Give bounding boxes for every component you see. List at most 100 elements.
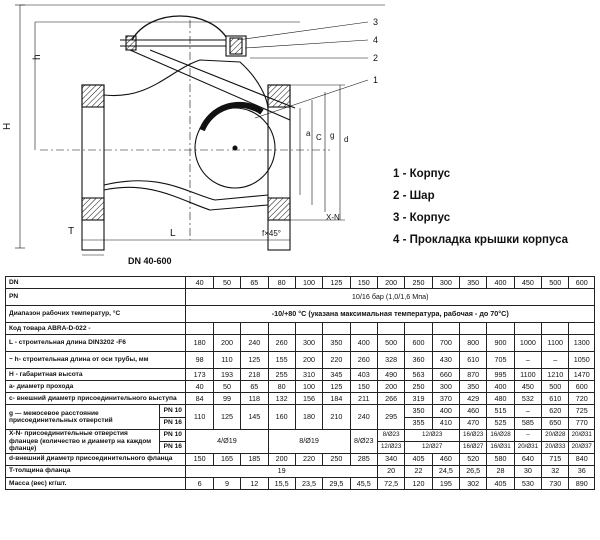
- cell: 211: [349, 392, 378, 406]
- dim-L-label: L: [170, 228, 176, 239]
- cell: 125: [212, 404, 242, 430]
- cell: 350: [459, 380, 488, 394]
- cell: 730: [541, 477, 570, 491]
- cell: 195: [431, 477, 461, 491]
- cell: 400: [431, 404, 461, 418]
- cell: 450: [513, 380, 543, 394]
- cell: 26,5: [459, 464, 488, 479]
- row-xn-pn16: PN 16 12/Ø23 12/Ø27 16/Ø27 16/Ø31 20/Ø31…: [6, 440, 595, 454]
- cell: [294, 322, 324, 336]
- cell: 12/Ø23: [376, 440, 406, 454]
- cell: 295: [376, 404, 406, 430]
- row-dn: DN 40 50 65 80 100 125 150 200 250 300 3…: [4, 275, 595, 290]
- cell: [322, 322, 351, 336]
- cell: [541, 322, 570, 336]
- cell: 500: [376, 334, 406, 353]
- cell: 403: [349, 368, 378, 382]
- cell: 350: [322, 334, 351, 353]
- cell: 200: [376, 275, 406, 290]
- row-temp: Диапазон рабочих температур, °С -10/+80 …: [4, 305, 595, 324]
- dn-label: DN: [4, 275, 187, 290]
- cell: 640: [513, 452, 543, 466]
- row-a: a- диаметр прохода 40 50 65 80 100 125 1…: [4, 380, 595, 394]
- cell: [513, 322, 543, 336]
- cell: 155: [267, 351, 296, 370]
- cell: 80: [267, 275, 296, 290]
- cell: 240: [349, 404, 378, 430]
- cell: 250: [404, 380, 433, 394]
- row-d: d-внешний диаметр присоединительного фла…: [4, 452, 595, 466]
- cell: –: [541, 351, 570, 370]
- cell: 1100: [541, 334, 570, 353]
- g-label: g — межосевое расстояние присоединительн…: [4, 404, 161, 430]
- cell: 900: [486, 334, 515, 353]
- a-label: a- диаметр прохода: [4, 380, 187, 394]
- row-mass: Масса (вес) кг/шт. 6 9 12 15,5 23,5 29,5…: [4, 477, 595, 491]
- cell: 610: [541, 392, 570, 406]
- legend-item-2: 2 - Шар: [393, 190, 435, 202]
- cell: 132: [267, 392, 296, 406]
- cell: 429: [459, 392, 488, 406]
- cell: 285: [349, 452, 378, 466]
- dim-H-label: H: [2, 123, 13, 130]
- row-pn: PN 10/16 бар (1,0/1,6 Мпа): [4, 288, 595, 307]
- cell: 355: [404, 416, 433, 430]
- cell: 460: [459, 404, 488, 418]
- cell: 300: [431, 380, 461, 394]
- cell: 84: [185, 392, 214, 406]
- cell: 110: [185, 404, 214, 430]
- cell: 450: [513, 275, 543, 290]
- cell: 720: [568, 392, 595, 406]
- cell: 470: [459, 416, 488, 430]
- cell: 350: [404, 404, 433, 418]
- cell: 32: [541, 464, 570, 479]
- cell: 340: [376, 452, 406, 466]
- cell: 72,5: [376, 477, 406, 491]
- cell: 400: [486, 275, 515, 290]
- dim-h-label: h: [32, 54, 43, 60]
- cell: 480: [486, 392, 515, 406]
- spec-table: DN 40 50 65 80 100 125 150 200 250 300 3…: [4, 275, 595, 491]
- cell: 165: [212, 452, 242, 466]
- cell: 125: [240, 351, 269, 370]
- cell: 200: [376, 380, 406, 394]
- cell: 1470: [568, 368, 595, 382]
- cell: 250: [322, 452, 351, 466]
- cell: 20/Ø28: [541, 428, 570, 442]
- cell: 515: [486, 404, 515, 418]
- cell: 30: [513, 464, 543, 479]
- cell: 6: [185, 477, 214, 491]
- cell: 16/Ø27: [459, 440, 488, 454]
- cell: 8/Ø23: [349, 428, 378, 454]
- cell: 500: [541, 275, 570, 290]
- cell: 400: [486, 380, 515, 394]
- drawing-caption: DN 40-600: [128, 256, 172, 266]
- cell: 328: [376, 351, 406, 370]
- cell: 255: [267, 368, 296, 382]
- cell: [404, 322, 433, 336]
- cell: 28: [486, 464, 515, 479]
- cell: 532: [513, 392, 543, 406]
- xn-pn10-label: PN 10: [159, 428, 187, 442]
- valve-drawing: H h L T a C g d X-N f×45° 3 4 2 1: [2, 4, 385, 256]
- cell: 302: [459, 477, 488, 491]
- xn-label: X-N- присоединительные отверстия фланцев…: [4, 428, 161, 454]
- c-label: c- внешний диаметр присоединительного вы…: [4, 392, 187, 406]
- cell: 40: [185, 275, 214, 290]
- g-pn16-label: PN 16: [159, 416, 187, 430]
- cell: 200: [267, 452, 296, 466]
- cell: 16/Ø28: [486, 428, 515, 442]
- cell: 9: [212, 477, 242, 491]
- cell: [185, 322, 214, 336]
- cell: 50: [212, 275, 242, 290]
- cell: 50: [212, 380, 242, 394]
- cell: 430: [431, 351, 461, 370]
- cell: 200: [294, 351, 324, 370]
- callout-4: 4: [373, 35, 378, 45]
- cell: 8/Ø19: [267, 428, 351, 454]
- cell: 22: [404, 464, 433, 479]
- row-code: Код товара ABRA-D-022 -: [4, 322, 595, 336]
- temp-label: Диапазон рабочих температур, °С: [4, 305, 187, 324]
- mass-label: Масса (вес) кг/шт.: [4, 477, 187, 491]
- cell: 193: [212, 368, 242, 382]
